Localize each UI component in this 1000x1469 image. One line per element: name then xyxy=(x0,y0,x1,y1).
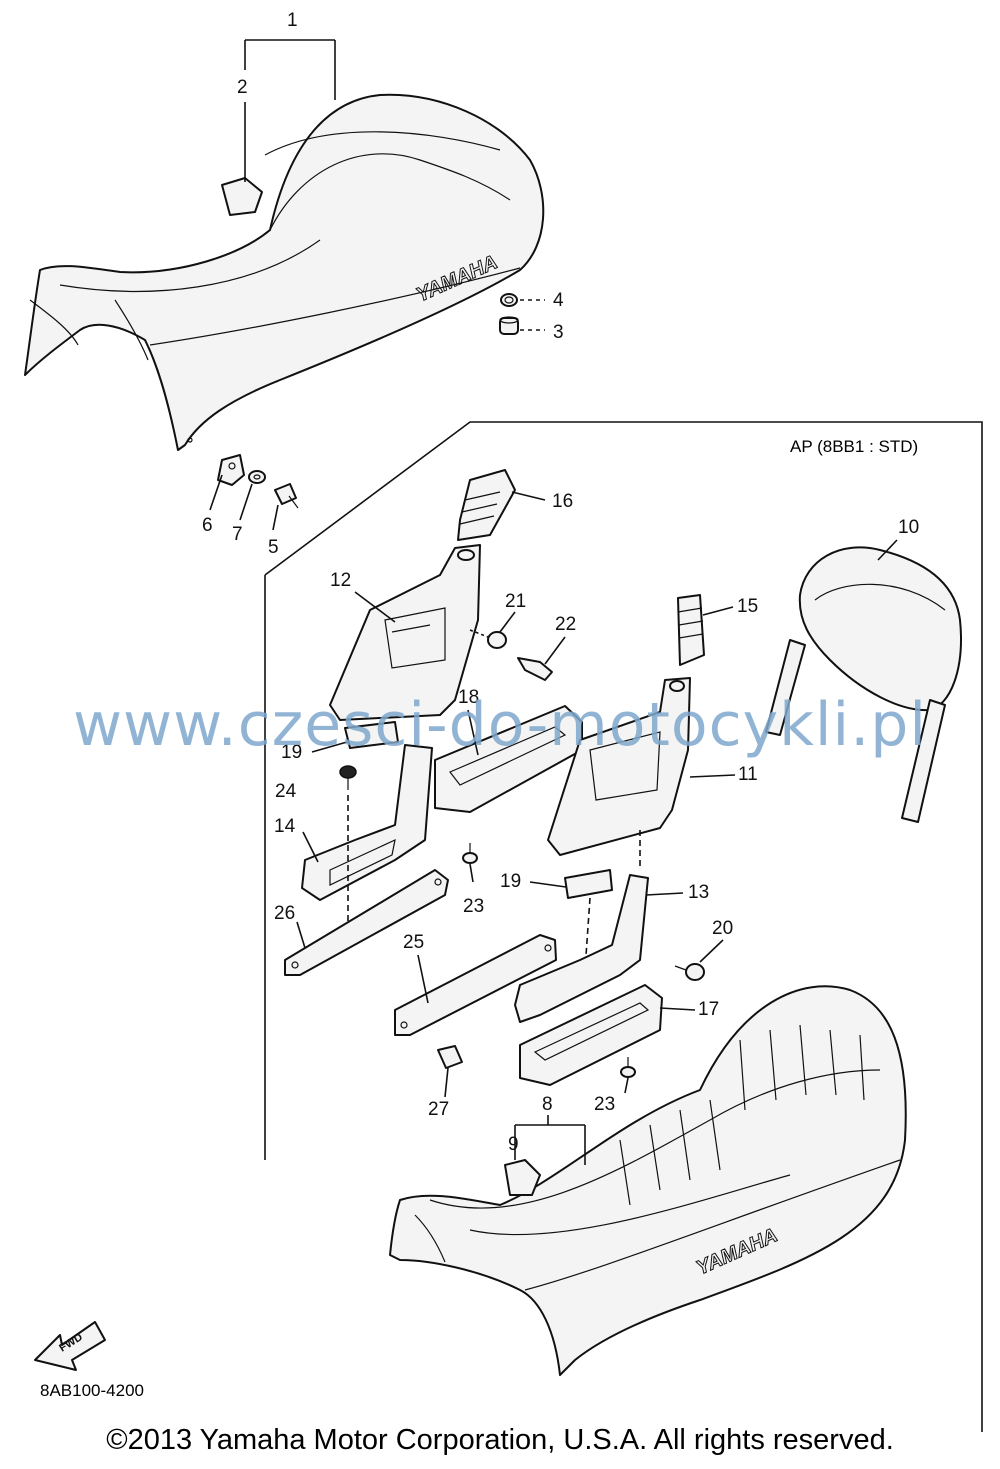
callout-15: 15 xyxy=(737,596,758,617)
callout-19-left: 19 xyxy=(281,742,302,763)
callout-13: 13 xyxy=(688,882,709,903)
fwd-arrow-icon: FWD xyxy=(34,1321,106,1371)
rack-rail-18 xyxy=(434,705,583,813)
callout-7: 7 xyxy=(232,524,243,545)
callout-12: 12 xyxy=(330,570,351,591)
callout-8: 8 xyxy=(542,1094,553,1115)
callout-21: 21 xyxy=(505,591,526,612)
bolt-23-left xyxy=(462,843,478,864)
callout-9: 9 xyxy=(508,1134,519,1155)
spacer-19-right xyxy=(564,869,613,899)
callout-2: 2 xyxy=(237,77,248,98)
bolt-27 xyxy=(437,1045,463,1069)
leader-lines xyxy=(209,39,898,1165)
callout-19-right: 19 xyxy=(500,871,521,892)
callout-23-left: 23 xyxy=(463,896,484,917)
bracket-11 xyxy=(547,677,691,856)
assembly-frame xyxy=(264,421,983,1432)
nut-4 xyxy=(500,293,518,307)
callout-23-right: 23 xyxy=(594,1094,615,1115)
backrest-10 xyxy=(765,546,962,823)
variant-label: AP (8BB1 : STD) xyxy=(790,437,919,456)
spacer-19-left xyxy=(344,721,399,749)
bolt-20 xyxy=(674,963,705,981)
callout-24: 24 xyxy=(275,781,297,802)
washer-7 xyxy=(248,470,266,484)
bolt-22 xyxy=(517,657,553,681)
callout-27: 27 xyxy=(428,1099,449,1120)
callout-1: 1 xyxy=(287,10,298,31)
callouts: 1 2 3 4 5 6 7 8 9 10 11 12 13 14 15 16 1… xyxy=(202,10,919,1155)
upper-seat: YAMAHA xyxy=(24,93,545,451)
stay-13 xyxy=(514,874,649,1023)
grip-15 xyxy=(677,594,705,666)
bracket-12 xyxy=(329,544,481,721)
callout-6: 6 xyxy=(202,515,213,536)
plate-25 xyxy=(394,934,557,1036)
callout-18: 18 xyxy=(458,687,479,708)
grommet-3 xyxy=(499,316,519,335)
stay-14 xyxy=(301,744,433,901)
bracket-6 xyxy=(217,454,245,486)
callout-14: 14 xyxy=(274,816,296,837)
callout-26: 26 xyxy=(274,903,295,924)
callout-4: 4 xyxy=(553,290,564,311)
callout-3: 3 xyxy=(553,322,564,343)
bolt-24 xyxy=(339,765,357,790)
callout-16: 16 xyxy=(552,491,573,512)
callout-11: 11 xyxy=(738,764,758,785)
nut-21 xyxy=(487,631,507,649)
bolt-23-right xyxy=(620,1057,636,1078)
rack-rail-17 xyxy=(519,984,663,1086)
diagram-code: 8AB100-4200 xyxy=(40,1381,144,1400)
grip-16 xyxy=(457,469,516,541)
callout-5: 5 xyxy=(268,537,279,558)
copyright-notice: ©2013 Yamaha Motor Corporation, U.S.A. A… xyxy=(106,1424,894,1456)
plate-26 xyxy=(284,869,449,976)
callout-17: 17 xyxy=(698,999,719,1020)
lower-seat: YAMAHA xyxy=(389,985,907,1376)
callout-25: 25 xyxy=(403,932,424,953)
bolt-5 xyxy=(274,483,299,509)
callout-20: 20 xyxy=(712,918,733,939)
callout-22: 22 xyxy=(555,614,576,635)
callout-10: 10 xyxy=(898,517,919,538)
